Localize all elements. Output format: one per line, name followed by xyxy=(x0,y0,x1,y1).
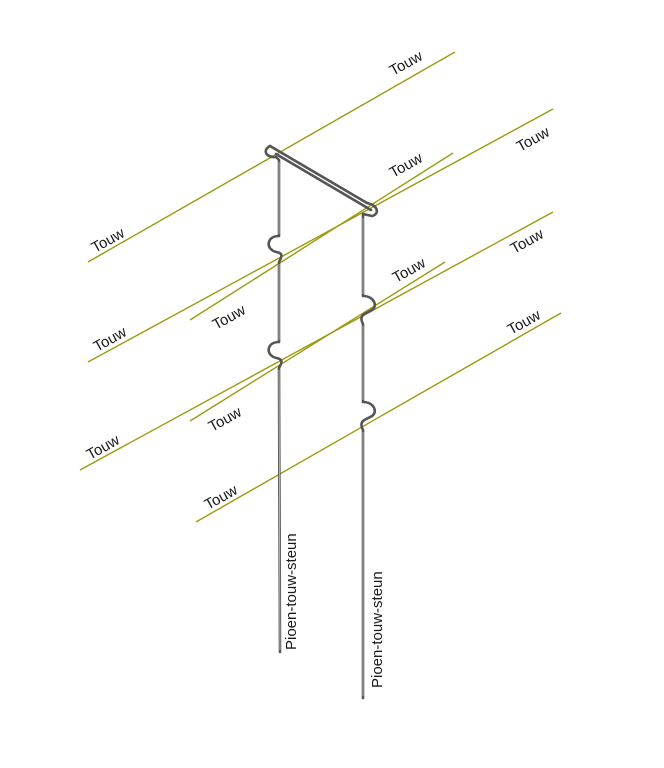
rope-labels: Touw Touw Touw Touw Touw Touw Touw Touw … xyxy=(84,48,553,514)
stake-label: Pioen-touw-steun xyxy=(369,571,386,688)
stake-labels: Pioen-touw-steun Pioen-touw-steun xyxy=(283,533,386,688)
rope-label: Touw xyxy=(387,150,426,182)
top-crossbar xyxy=(268,144,369,205)
rope-right-3 xyxy=(195,312,562,523)
rope-label: Touw xyxy=(390,255,429,287)
stake-left xyxy=(264,144,283,654)
rope-label: Touw xyxy=(387,48,426,80)
rope-label: Touw xyxy=(210,302,249,334)
rope-left-2 xyxy=(87,108,554,363)
stake-right xyxy=(360,201,379,700)
rope-left-3 xyxy=(79,211,554,471)
stakes xyxy=(264,144,379,700)
rope-label: Touw xyxy=(84,432,123,464)
rope-right-2 xyxy=(189,261,446,422)
ropes xyxy=(79,51,562,523)
rope-label: Touw xyxy=(514,124,553,156)
stake-label: Pioen-touw-steun xyxy=(283,533,300,650)
top-crossbar-lower xyxy=(274,152,373,212)
rope-label: Touw xyxy=(202,482,241,514)
rope-label: Touw xyxy=(508,226,547,258)
rope-right-1 xyxy=(189,152,454,321)
rope-label: Touw xyxy=(89,225,128,257)
